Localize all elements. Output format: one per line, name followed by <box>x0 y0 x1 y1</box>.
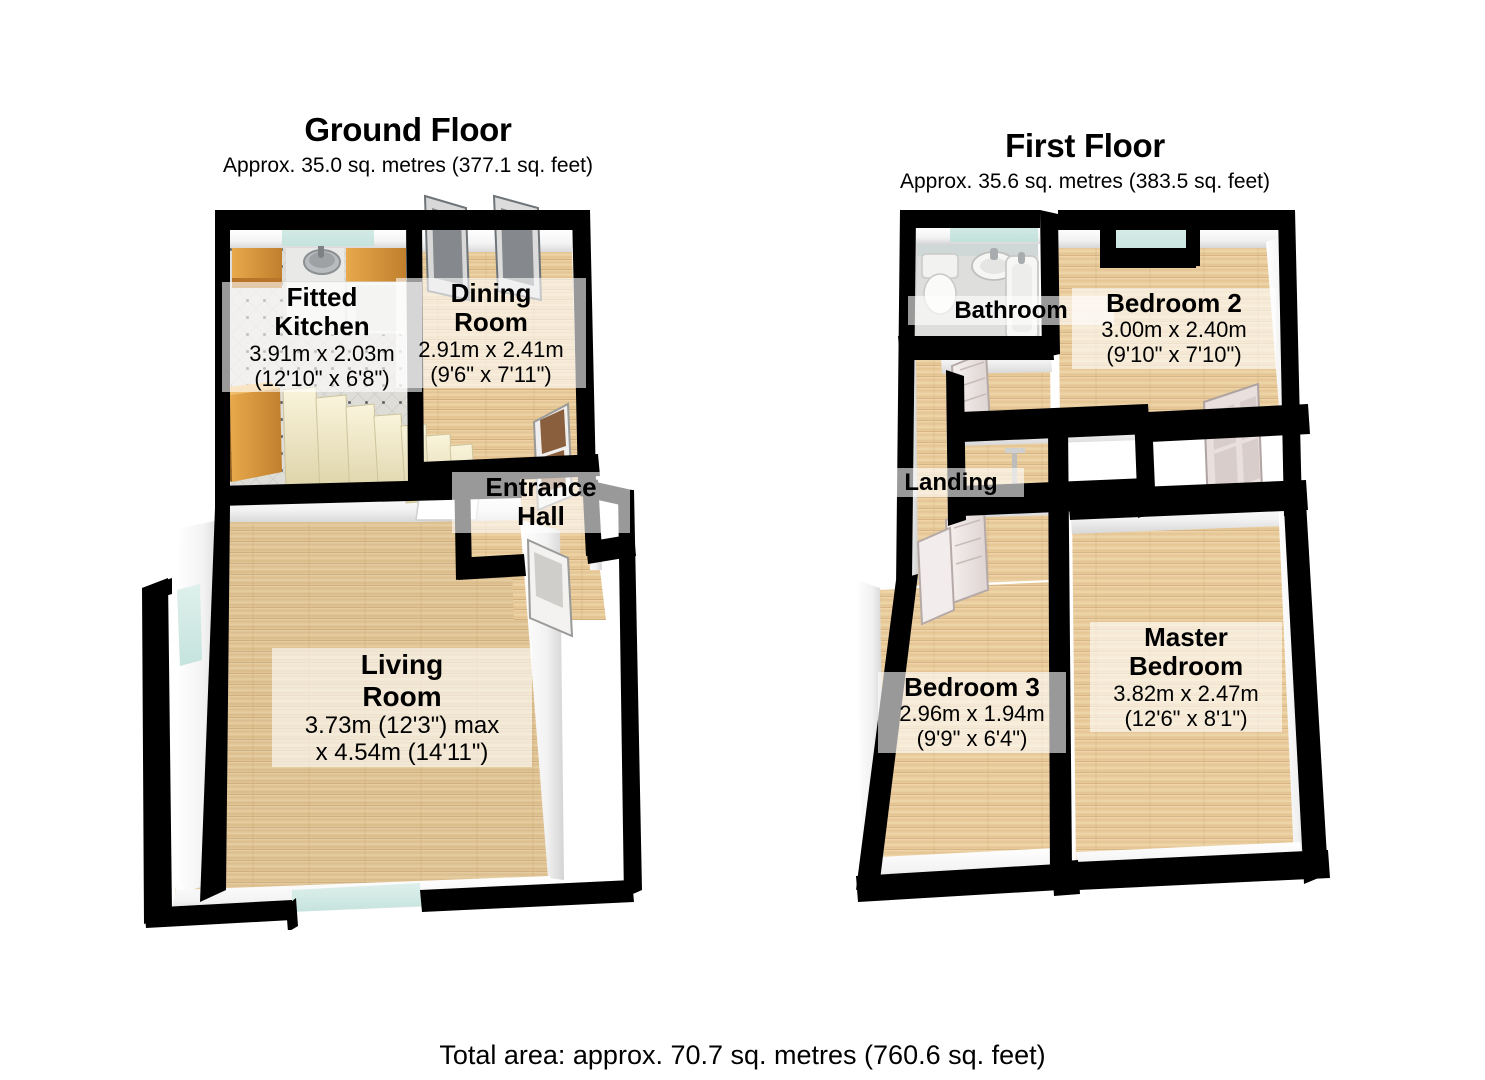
room-label-fitted-kitchen: Fitted Kitchen 3.91m x 2.03m (12'10" x 6… <box>222 282 422 393</box>
master-bedroom-name-line1: Master <box>1144 622 1228 652</box>
room-label-entrance-hall: Entrance Hall <box>452 472 630 533</box>
dining-room-name-line2: Room <box>454 307 528 338</box>
first-floor-heading: First Floor Approx. 35.6 sq. metres (383… <box>825 127 1345 194</box>
ground-floor-walls <box>142 210 642 930</box>
room-label-landing: Landing <box>878 468 1024 498</box>
landing-name: Landing <box>904 469 998 496</box>
master-bedroom-dim-imperial: (12'6" x 8'1") <box>1124 705 1248 731</box>
fitted-kitchen-name-line1: Fitted <box>286 282 358 312</box>
master-bedroom-dim-metric: 3.82m x 2.47m <box>1113 680 1259 706</box>
front-door[interactable] <box>526 538 574 638</box>
dining-room-dim-imperial: (9'6" x 7'11") <box>430 361 552 387</box>
bedroom-3-dim-imperial: (9'9" x 6'4") <box>916 726 1028 752</box>
fitted-kitchen-dim-metric: 3.91m x 2.03m <box>249 340 395 366</box>
first-floor-title: First Floor <box>1005 127 1165 164</box>
master-bedroom-door[interactable] <box>916 526 956 626</box>
living-room-dim-imperial: x 4.54m (14'11") <box>315 739 489 767</box>
room-label-dining-room: Dining Room 2.91m x 2.41m (9'6" x 7'11") <box>396 278 586 389</box>
living-room-name-line2: Room <box>362 680 442 712</box>
bedroom-2-name: Bedroom 2 <box>1106 288 1242 318</box>
room-label-master-bedroom: Master Bedroom 3.82m x 2.47m (12'6" x 8'… <box>1090 622 1282 733</box>
bedroom-2-dim-imperial: (9'10" x 7'10") <box>1106 342 1242 368</box>
entrance-hall-name-line2: Hall <box>517 501 565 532</box>
bedroom-3-dim-metric: 2.96m x 1.94m <box>899 701 1045 727</box>
dining-room-name-line1: Dining <box>450 278 532 308</box>
fitted-kitchen-dim-imperial: (12'10" x 6'8") <box>254 365 390 391</box>
first-floor-area: Approx. 35.6 sq. metres (383.5 sq. feet) <box>899 170 1271 194</box>
living-room-name-line1: Living <box>360 649 444 680</box>
bathroom-name: Bathroom <box>954 297 1068 324</box>
fitted-kitchen-name-line2: Kitchen <box>274 311 370 342</box>
room-label-bedroom-3: Bedroom 3 2.96m x 1.94m (9'9" x 6'4") <box>878 672 1066 754</box>
bedroom-2-dim-metric: 3.00m x 2.40m <box>1101 317 1247 343</box>
total-area-text: Total area: approx. 70.7 sq. metres (760… <box>439 1040 1046 1070</box>
bedroom-3-name: Bedroom 3 <box>904 672 1040 702</box>
room-label-bedroom-2: Bedroom 2 3.00m x 2.40m (9'10" x 7'10") <box>1072 288 1276 370</box>
ground-floor-heading: Ground Floor Approx. 35.0 sq. metres (37… <box>148 111 668 178</box>
bedroom-3-door[interactable] <box>944 506 990 606</box>
living-room-dim-metric: 3.73m (12'3") max <box>304 712 500 740</box>
ground-floor-area: Approx. 35.0 sq. metres (377.1 sq. feet) <box>222 154 594 178</box>
dining-room-dim-metric: 2.91m x 2.41m <box>418 336 564 362</box>
entrance-hall-name-line1: Entrance <box>485 472 597 502</box>
master-bedroom-name-line2: Bedroom <box>1128 651 1244 682</box>
room-label-living-room: Living Room 3.73m (12'3") max x 4.54m (1… <box>272 648 532 768</box>
ground-floor-title: Ground Floor <box>304 111 512 148</box>
